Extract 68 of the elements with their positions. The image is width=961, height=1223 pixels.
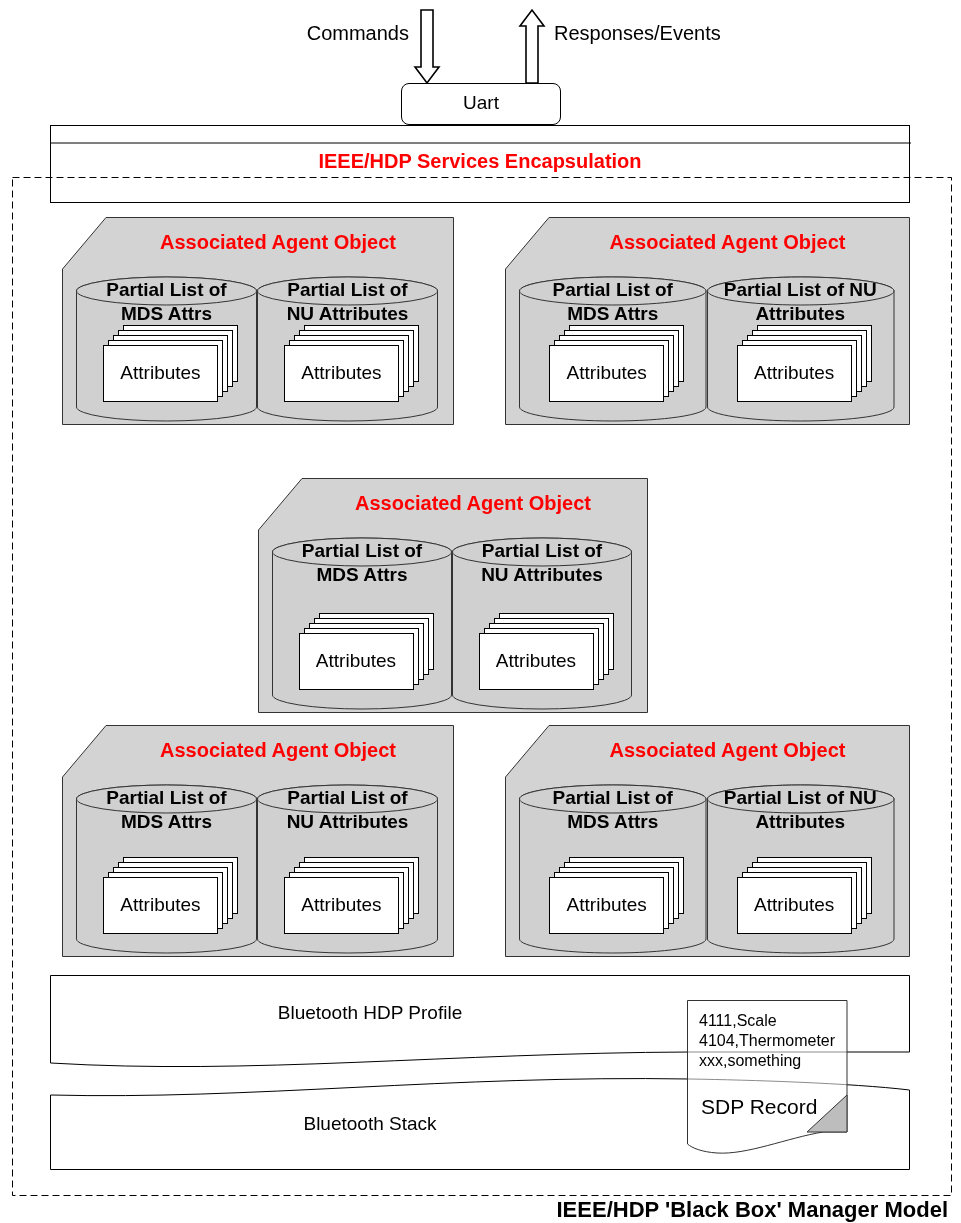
cylinder-label: Partial List of NU Attributes bbox=[285, 278, 410, 326]
edge-label: Responses/Events bbox=[554, 22, 721, 45]
database-cylinder bbox=[706, 785, 894, 953]
panel-title: Associated Agent Object bbox=[354, 492, 592, 515]
database-cylinder bbox=[257, 785, 438, 953]
cylinder-label: Partial List of NU Attributes bbox=[285, 786, 410, 834]
record-title: SDP Record bbox=[701, 1095, 818, 1119]
stacked-cards bbox=[103, 325, 238, 403]
card-label: Attributes bbox=[753, 362, 836, 384]
panel-title: Associated Agent Object bbox=[159, 231, 397, 254]
agent-object-panel bbox=[505, 725, 910, 957]
stacked-cards bbox=[298, 613, 434, 691]
record-entry: 4104,Thermometer bbox=[699, 1032, 836, 1050]
agent-object-panel bbox=[258, 478, 648, 713]
card-label: Attributes bbox=[119, 894, 202, 916]
layer-band bbox=[50, 1075, 910, 1170]
database-cylinder bbox=[706, 277, 894, 421]
agent-object-panel bbox=[62, 725, 454, 957]
box-label: Uart bbox=[462, 92, 500, 114]
panel-title: Associated Agent Object bbox=[159, 739, 397, 762]
cylinder-label: Partial List of NU Attributes bbox=[722, 278, 878, 326]
cylinder-label: Partial List of MDS Attrs bbox=[105, 278, 228, 326]
record-entry: xxx,something bbox=[699, 1052, 802, 1070]
database-cylinder bbox=[76, 277, 257, 421]
stacked-cards bbox=[284, 325, 419, 403]
cylinder-label: Partial List of NU Attributes bbox=[480, 539, 604, 587]
panel-title: Associated Agent Object bbox=[608, 231, 847, 254]
process-box bbox=[401, 83, 561, 125]
panel-title: Associated Agent Object bbox=[608, 739, 847, 762]
agent-object-panel bbox=[62, 217, 454, 425]
edge-label: Commands bbox=[306, 22, 409, 45]
database-cylinder bbox=[272, 538, 452, 709]
stacked-cards bbox=[478, 613, 614, 691]
card-label: Attributes bbox=[300, 894, 383, 916]
block-arrow bbox=[518, 8, 546, 84]
card-label: Attributes bbox=[314, 650, 398, 672]
stacked-cards bbox=[549, 857, 685, 935]
document-shape bbox=[687, 1000, 849, 1152]
block-arrow bbox=[413, 9, 441, 85]
agent-object-panel bbox=[505, 217, 910, 425]
card-label: Attributes bbox=[565, 894, 648, 916]
database-cylinder bbox=[452, 538, 632, 709]
cylinder-label: Partial List of MDS Attrs bbox=[551, 786, 674, 834]
stacked-cards bbox=[549, 325, 685, 403]
cylinder-label: Partial List of MDS Attrs bbox=[551, 278, 674, 326]
database-cylinder bbox=[76, 785, 257, 953]
database-cylinder bbox=[519, 277, 707, 421]
stacked-cards bbox=[736, 325, 872, 403]
card-label: Attributes bbox=[300, 362, 383, 384]
card-label: Attributes bbox=[565, 362, 648, 384]
layer-band bbox=[50, 125, 910, 203]
band-label: Bluetooth HDP Profile bbox=[276, 1002, 464, 1024]
cylinder-label: Partial List of MDS Attrs bbox=[300, 539, 424, 587]
card-label: Attributes bbox=[494, 650, 578, 672]
dashed-frame bbox=[12, 177, 952, 1223]
band-title: IEEE/HDP Services Encapsulation bbox=[317, 150, 643, 173]
stacked-cards bbox=[284, 857, 419, 935]
cylinder-label: Partial List of MDS Attrs bbox=[105, 786, 228, 834]
database-cylinder bbox=[257, 277, 438, 421]
database-cylinder bbox=[519, 785, 707, 953]
band-label: Bluetooth Stack bbox=[302, 1113, 438, 1135]
stacked-cards bbox=[103, 857, 238, 935]
card-label: Attributes bbox=[119, 362, 202, 384]
frame-caption: IEEE/HDP 'Black Box' Manager Model bbox=[556, 1197, 948, 1223]
stacked-cards bbox=[736, 857, 872, 935]
record-entry: 4111,Scale bbox=[699, 1012, 777, 1030]
cylinder-label: Partial List of NU Attributes bbox=[722, 786, 878, 834]
card-label: Attributes bbox=[753, 894, 836, 916]
